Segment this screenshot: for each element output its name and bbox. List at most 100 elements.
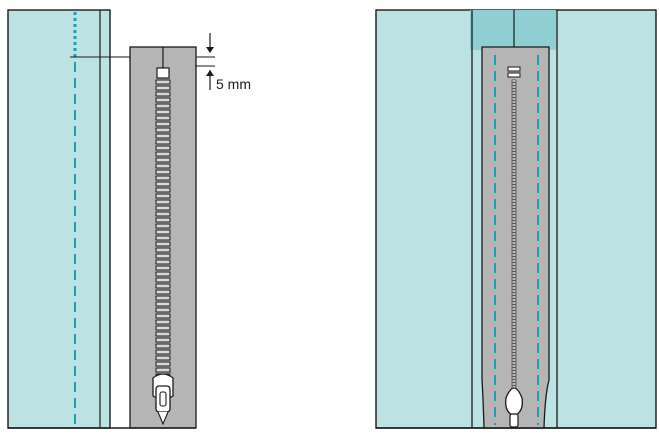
zipper-tooth <box>155 217 171 223</box>
zipper-tooth <box>511 331 517 335</box>
zipper-tooth <box>155 97 171 103</box>
zipper-tooth <box>511 256 517 260</box>
zipper-tooth <box>511 319 517 323</box>
left-fabric <box>7 9 111 429</box>
right-fabric-fold <box>470 10 556 50</box>
zipper-tooth <box>511 379 517 383</box>
zipper-tooth <box>511 364 517 368</box>
zipper-tooth <box>155 319 171 325</box>
zipper-tooth <box>511 103 517 107</box>
zipper-tooth <box>155 205 171 211</box>
zipper-tooth <box>511 370 517 374</box>
zipper-tooth <box>511 142 517 146</box>
zipper-tooth <box>155 367 171 373</box>
zipper-tooth <box>511 205 517 209</box>
left-panel: 5 mm <box>7 9 251 429</box>
zipper-tooth <box>155 295 171 301</box>
zipper-tooth <box>511 295 517 299</box>
zipper-tooth <box>511 199 517 203</box>
zipper-tooth <box>155 355 171 361</box>
zipper-tooth <box>511 118 517 122</box>
zipper-tooth <box>511 274 517 278</box>
zipper-tooth <box>511 160 517 164</box>
zipper-tooth <box>155 325 171 331</box>
zipper-tooth <box>155 121 171 127</box>
zipper-tooth <box>511 133 517 137</box>
zipper-tooth <box>155 109 171 115</box>
zipper-tooth <box>511 235 517 239</box>
zipper-tooth <box>511 361 517 365</box>
zipper-tooth <box>511 280 517 284</box>
zipper-tooth <box>511 202 517 206</box>
dimension-label: 5 mm <box>216 76 251 92</box>
zipper-tooth <box>511 190 517 194</box>
zipper-tooth <box>155 157 171 163</box>
zipper-tooth <box>511 184 517 188</box>
zipper-tooth <box>511 277 517 281</box>
zipper-tooth <box>511 109 517 113</box>
zipper-tooth <box>155 211 171 217</box>
zipper-tooth <box>511 193 517 197</box>
zipper-tooth <box>155 175 171 181</box>
zipper-tooth <box>155 331 171 337</box>
zipper-tooth <box>155 115 171 121</box>
zipper-tooth <box>511 130 517 134</box>
zipper-tooth <box>511 247 517 251</box>
zipper-tooth <box>155 193 171 199</box>
zipper-tooth <box>155 289 171 295</box>
zipper-tooth <box>155 91 171 97</box>
zipper-tooth <box>511 148 517 152</box>
zipper-tooth <box>511 211 517 215</box>
zipper-tooth <box>511 178 517 182</box>
zipper-tooth <box>155 361 171 367</box>
zipper-tooth <box>511 214 517 218</box>
zipper-tooth <box>511 91 517 95</box>
right-zipper-teeth <box>511 79 517 392</box>
zipper-tooth <box>511 334 517 338</box>
zipper-tooth <box>155 187 171 193</box>
left-zipper-teeth <box>155 79 171 379</box>
zipper-tooth <box>155 139 171 145</box>
zipper-tooth <box>511 172 517 176</box>
zipper-tooth <box>511 253 517 257</box>
zipper-tooth <box>511 112 517 116</box>
zipper-tooth <box>155 163 171 169</box>
zipper-tooth <box>511 220 517 224</box>
zipper-tooth <box>511 346 517 350</box>
zipper-tooth <box>511 154 517 158</box>
zipper-tooth <box>155 145 171 151</box>
zipper-tooth <box>511 139 517 143</box>
zipper-tooth <box>155 85 171 91</box>
dimension-indicator: 5 mm <box>195 33 251 92</box>
zipper-tooth <box>155 79 171 85</box>
zipper-tooth <box>511 175 517 179</box>
zipper-tooth <box>511 298 517 302</box>
zipper-tooth <box>511 367 517 371</box>
zipper-tooth <box>511 307 517 311</box>
zipper-tooth <box>511 157 517 161</box>
zipper-tooth <box>511 100 517 104</box>
zipper-tooth <box>511 241 517 245</box>
zipper-tooth <box>155 349 171 355</box>
zipper-tooth <box>511 217 517 221</box>
zipper-tooth <box>155 151 171 157</box>
zipper-tooth <box>155 283 171 289</box>
zipper-tooth <box>155 169 171 175</box>
zipper-tooth <box>511 232 517 236</box>
right-zipper-slider <box>505 387 523 428</box>
zipper-tooth <box>511 259 517 263</box>
zipper-tooth <box>511 88 517 92</box>
zipper-tooth <box>511 82 517 86</box>
zipper-tooth <box>511 169 517 173</box>
zipper-tooth <box>155 343 171 349</box>
zipper-tooth <box>511 196 517 200</box>
zipper-tooth <box>511 343 517 347</box>
zipper-tooth <box>155 307 171 313</box>
zipper-tooth <box>511 229 517 233</box>
zipper-tooth <box>511 121 517 125</box>
zipper-tooth <box>511 373 517 377</box>
left-zipper-top-stop <box>156 67 170 79</box>
zipper-tooth <box>511 262 517 266</box>
zipper-tooth <box>511 79 517 83</box>
